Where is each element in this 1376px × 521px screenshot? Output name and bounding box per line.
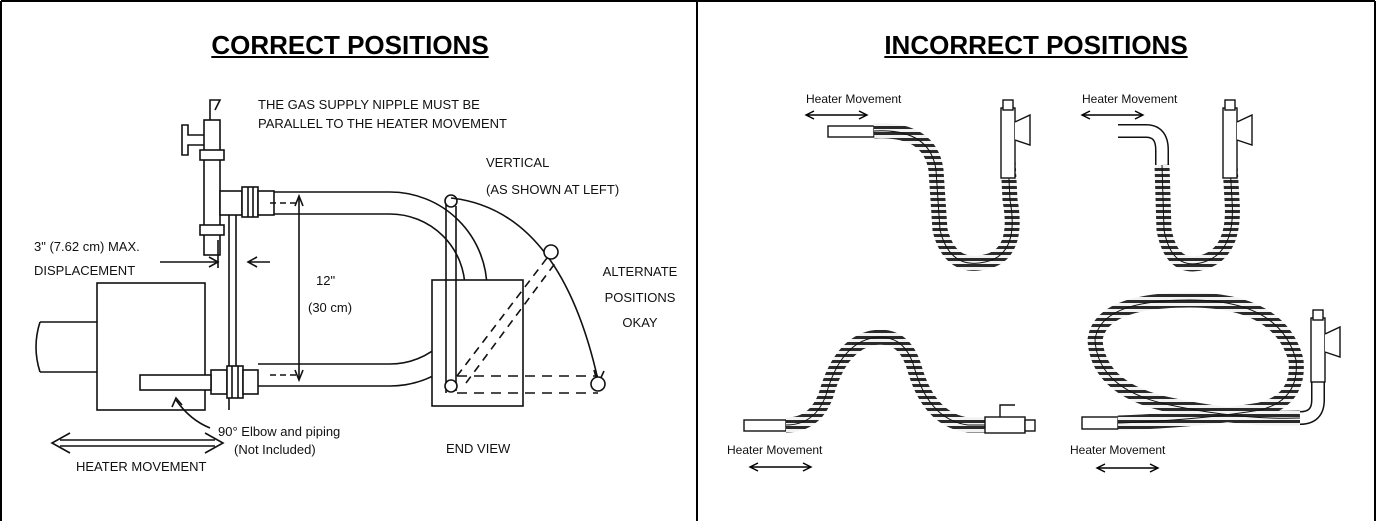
displacement-label-line2: DISPLACEMENT <box>34 263 136 278</box>
correct-diagram <box>35 99 488 454</box>
alternate-label-line1: ALTERNATE <box>602 264 678 279</box>
incorrect-positions-title: INCORRECT POSITIONS <box>884 30 1188 60</box>
end-view-diagram <box>431 194 606 407</box>
dimension-label-line1: 12" <box>316 273 336 288</box>
end-view-label: END VIEW <box>446 441 511 456</box>
elbow-label-line1: 90° Elbow and piping <box>218 424 341 439</box>
vertical-label-line1: VERTICAL <box>486 155 550 170</box>
dimension-label-line2: (30 cm) <box>308 300 353 315</box>
hose-loop <box>1081 292 1341 431</box>
hose-u-shape <box>827 99 1031 271</box>
correct-positions-title: CORRECT POSITIONS <box>211 30 489 60</box>
nipple-note-line1: THE GAS SUPPLY NIPPLE MUST BE <box>258 97 480 112</box>
heater-movement-label-3: Heater Movement <box>727 443 823 457</box>
heater-movement-label-1: Heater Movement <box>806 92 902 106</box>
hose-elbow-u <box>1118 99 1253 272</box>
heater-movement-label-4: Heater Movement <box>1070 443 1166 457</box>
hose-wave <box>743 329 1036 434</box>
heater-movement-label-2: Heater Movement <box>1082 92 1178 106</box>
nipple-note-line2: PARALLEL TO THE HEATER MOVEMENT <box>258 116 507 131</box>
alternate-label-line2: POSITIONS <box>604 290 676 305</box>
displacement-label-line1: 3" (7.62 cm) MAX. <box>34 239 140 254</box>
movement-arrows <box>748 110 1160 473</box>
vertical-label-line2: (AS SHOWN AT LEFT) <box>486 182 620 197</box>
elbow-label-line2: (Not Included) <box>234 442 316 457</box>
heater-movement-label: HEATER MOVEMENT <box>76 459 207 474</box>
alternate-label-line3: OKAY <box>622 315 658 330</box>
